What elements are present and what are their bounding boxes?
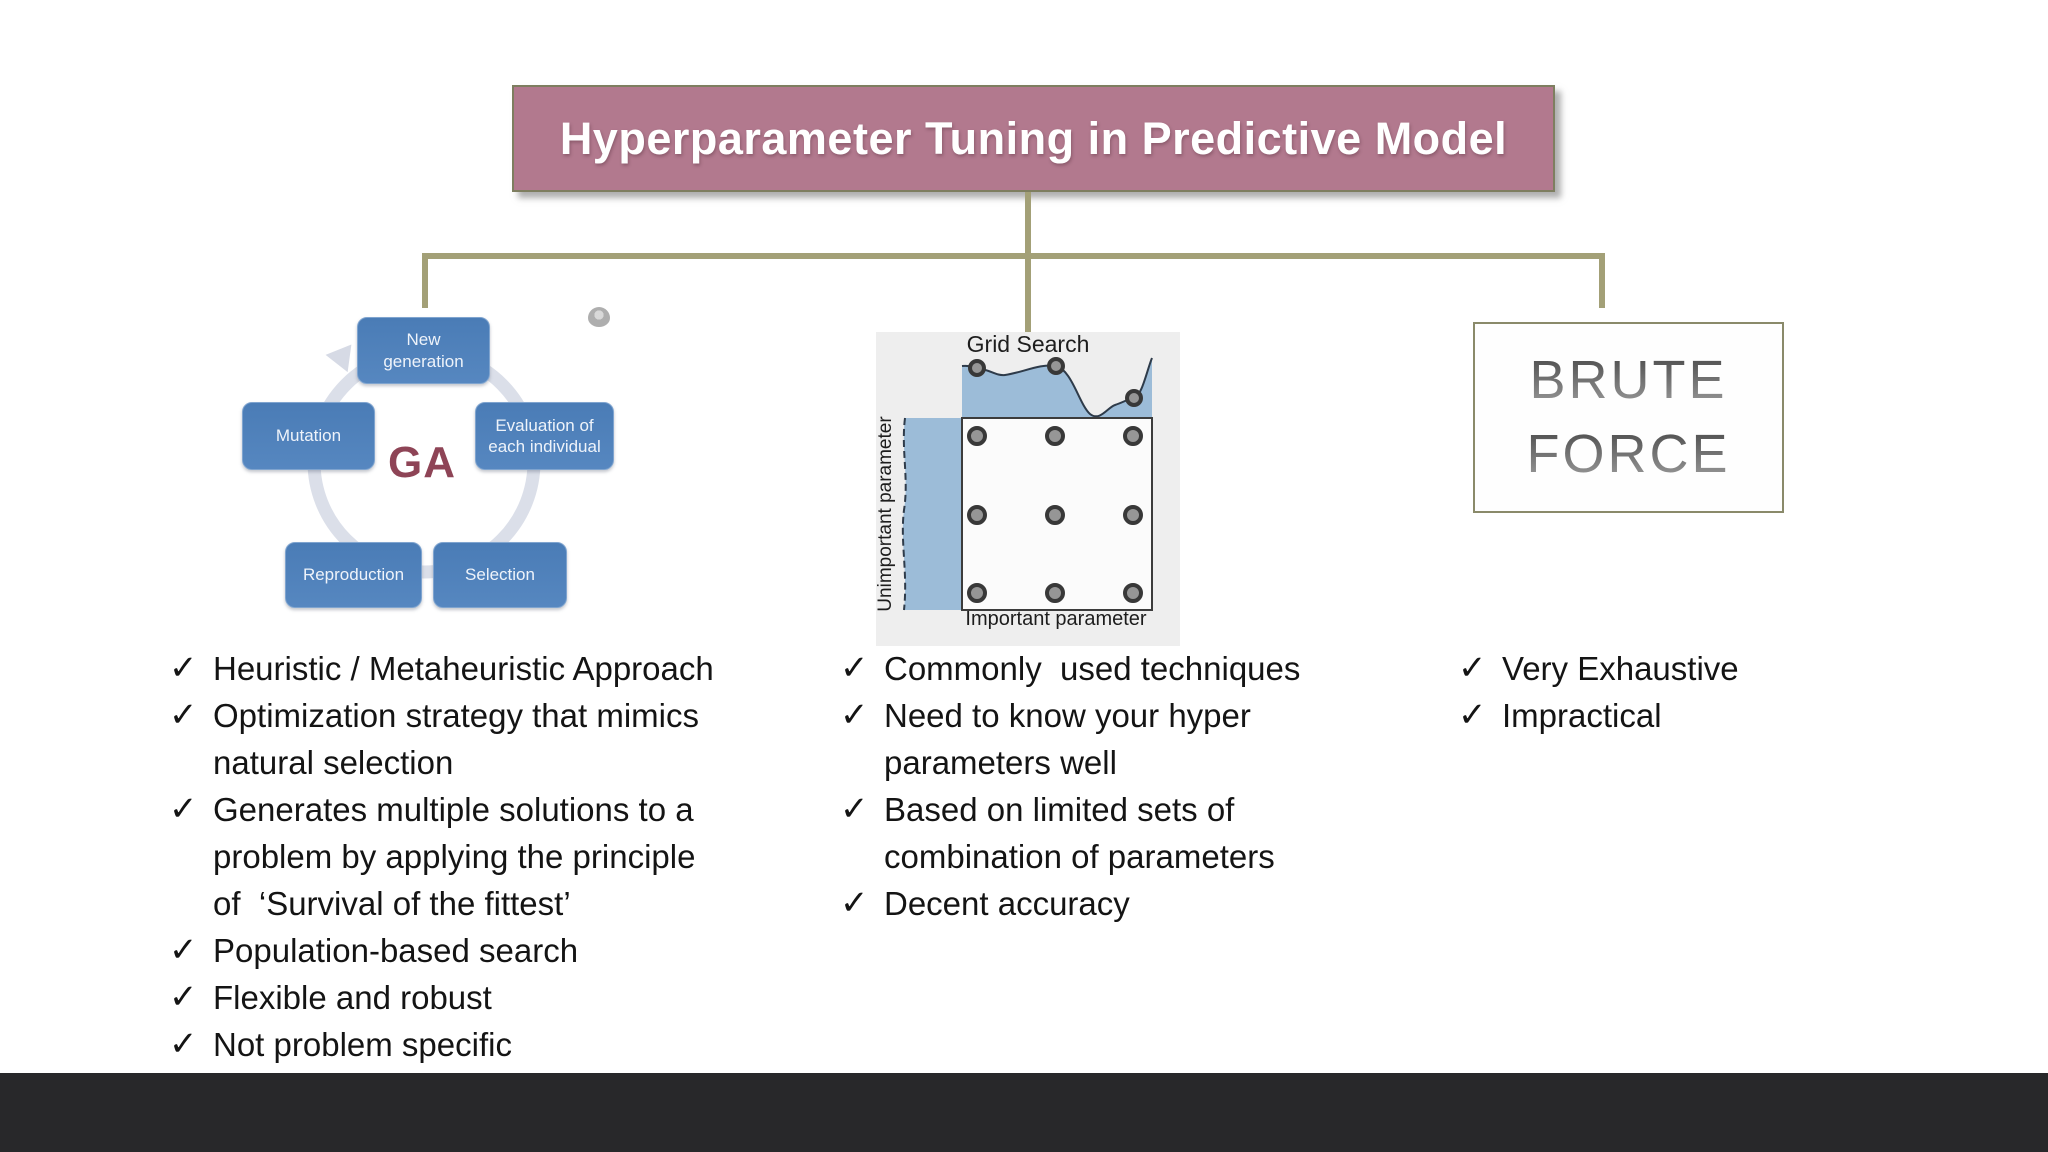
bullet-line: Decent accuracy	[884, 885, 1130, 922]
ga-label: GA	[388, 438, 456, 487]
check-icon: ✓	[169, 696, 198, 734]
bullet-item: ✓ Generates multiple solutions to a proble…	[169, 786, 829, 927]
bullet-line: Optimization strategy that mimics	[213, 697, 699, 734]
bullet-item: ✓ Decent accuracy	[840, 880, 1420, 927]
grid-y-axis-label: Unimportant parameter	[875, 416, 896, 612]
bullet-line: Impractical	[1502, 697, 1662, 734]
bullet-text: Flexible and robust	[213, 974, 829, 1021]
bullet-item: ✓ Population-based search	[169, 927, 829, 974]
ga-box-evaluation: Evaluation of each individual	[475, 402, 614, 470]
bullet-item: ✓ Based on limited sets of combination of …	[840, 786, 1420, 880]
bullet-text: Based on limited sets of combination of p…	[884, 786, 1420, 880]
bullet-line: Commonly used techniques	[884, 650, 1301, 687]
bullet-text: Very Exhaustive	[1502, 645, 1978, 692]
bullet-text: Impractical	[1502, 692, 1978, 739]
ga-box-reproduction: Reproduction	[285, 542, 422, 608]
bullet-item: ✓ Not problem specific	[169, 1021, 829, 1068]
bullet-item: ✓ Flexible and robust	[169, 974, 829, 1021]
connector-drop-brute	[1599, 253, 1605, 308]
check-icon: ✓	[840, 696, 869, 734]
grid-strip-fill	[902, 418, 962, 610]
bullet-text: Heuristic / Metaheuristic Approach	[213, 645, 829, 692]
bullet-item: ✓ Optimization strategy that mimics natura…	[169, 692, 829, 786]
grid-strip-line	[901, 417, 907, 611]
bullet-item: ✓ Commonly used techniques	[840, 645, 1420, 692]
bullet-list-brute-force: ✓ Very Exhaustive ✓ Impractical	[1458, 645, 1978, 739]
bullet-list-ga: ✓ Heuristic / Metaheuristic Approach ✓ Opti…	[169, 645, 829, 1068]
check-icon: ✓	[169, 978, 198, 1016]
bullet-line: Based on limited sets of	[884, 791, 1235, 828]
brute-force-box: BRUTE FORCE	[1473, 322, 1784, 513]
check-icon: ✓	[840, 649, 869, 687]
bullet-text: Generates multiple solutions to a problem…	[213, 786, 829, 927]
bullet-text: Population-based search	[213, 927, 829, 974]
grid-search-plot	[901, 357, 1153, 611]
bullet-line: problem by applying the principle	[213, 838, 696, 875]
letterbox-bottom-bar	[0, 1073, 2048, 1152]
grid-x-axis-label: Important parameter	[965, 608, 1147, 630]
ga-box-mutation: Mutation	[242, 402, 375, 470]
bullet-line: Generates multiple solutions to a	[213, 791, 694, 828]
bullet-item: ✓ Need to know your hyper parameters well	[840, 692, 1420, 786]
bullet-text: Decent accuracy	[884, 880, 1420, 927]
bullet-line: combination of parameters	[884, 838, 1275, 875]
check-icon: ✓	[840, 790, 869, 828]
connector-horizontal	[422, 253, 1605, 259]
bullet-line: Flexible and robust	[213, 979, 492, 1016]
ga-box-new-generation: New generation	[357, 317, 490, 384]
brute-force-line1: BRUTE	[1529, 350, 1728, 411]
connector-title-stub	[1025, 192, 1031, 255]
check-icon: ✓	[169, 790, 198, 828]
connector-drop-grid	[1025, 253, 1031, 333]
bullet-line: of ‘Survival of the fittest’	[213, 885, 571, 922]
bullet-line: Need to know your hyper	[884, 697, 1251, 734]
check-icon: ✓	[169, 649, 198, 687]
bullet-text: Not problem specific	[213, 1021, 829, 1068]
bullet-text: Optimization strategy that mimics natural…	[213, 692, 829, 786]
bullet-line: Not problem specific	[213, 1026, 512, 1063]
slide-title: Hyperparameter Tuning in Predictive Mode…	[559, 112, 1508, 164]
grid-curve-fill	[962, 358, 1152, 418]
bullet-line: Very Exhaustive	[1502, 650, 1739, 687]
bullet-line: Heuristic / Metaheuristic Approach	[213, 650, 714, 687]
ga-box-selection: Selection	[433, 542, 567, 608]
bullet-item: ✓ Very Exhaustive	[1458, 645, 1978, 692]
check-icon: ✓	[840, 884, 869, 922]
check-icon: ✓	[1458, 649, 1487, 687]
grid-search-title: Grid Search	[966, 331, 1090, 357]
check-icon: ✓	[1458, 696, 1487, 734]
bullet-list-grid-search: ✓ Commonly used techniques ✓ Need to know y…	[840, 645, 1420, 927]
check-icon: ✓	[169, 1025, 198, 1063]
grid-curve-dots	[968, 357, 1143, 407]
title-box: Hyperparameter Tuning in Predictive Mode…	[512, 85, 1555, 192]
bullet-text: Commonly used techniques	[884, 645, 1420, 692]
bullet-text: Need to know your hyper parameters well	[884, 692, 1420, 786]
brute-force-line2: FORCE	[1526, 423, 1731, 484]
check-icon: ✓	[169, 931, 198, 969]
watermark-icon	[588, 307, 610, 327]
bullet-line: parameters well	[884, 744, 1117, 781]
connector-drop-ga	[422, 253, 428, 308]
bullet-line: natural selection	[213, 744, 454, 781]
grid-sample-dots	[967, 426, 1143, 603]
bullet-line: Population-based search	[213, 932, 579, 969]
bullet-item: ✓ Heuristic / Metaheuristic Approach	[169, 645, 829, 692]
bullet-item: ✓ Impractical	[1458, 692, 1978, 739]
